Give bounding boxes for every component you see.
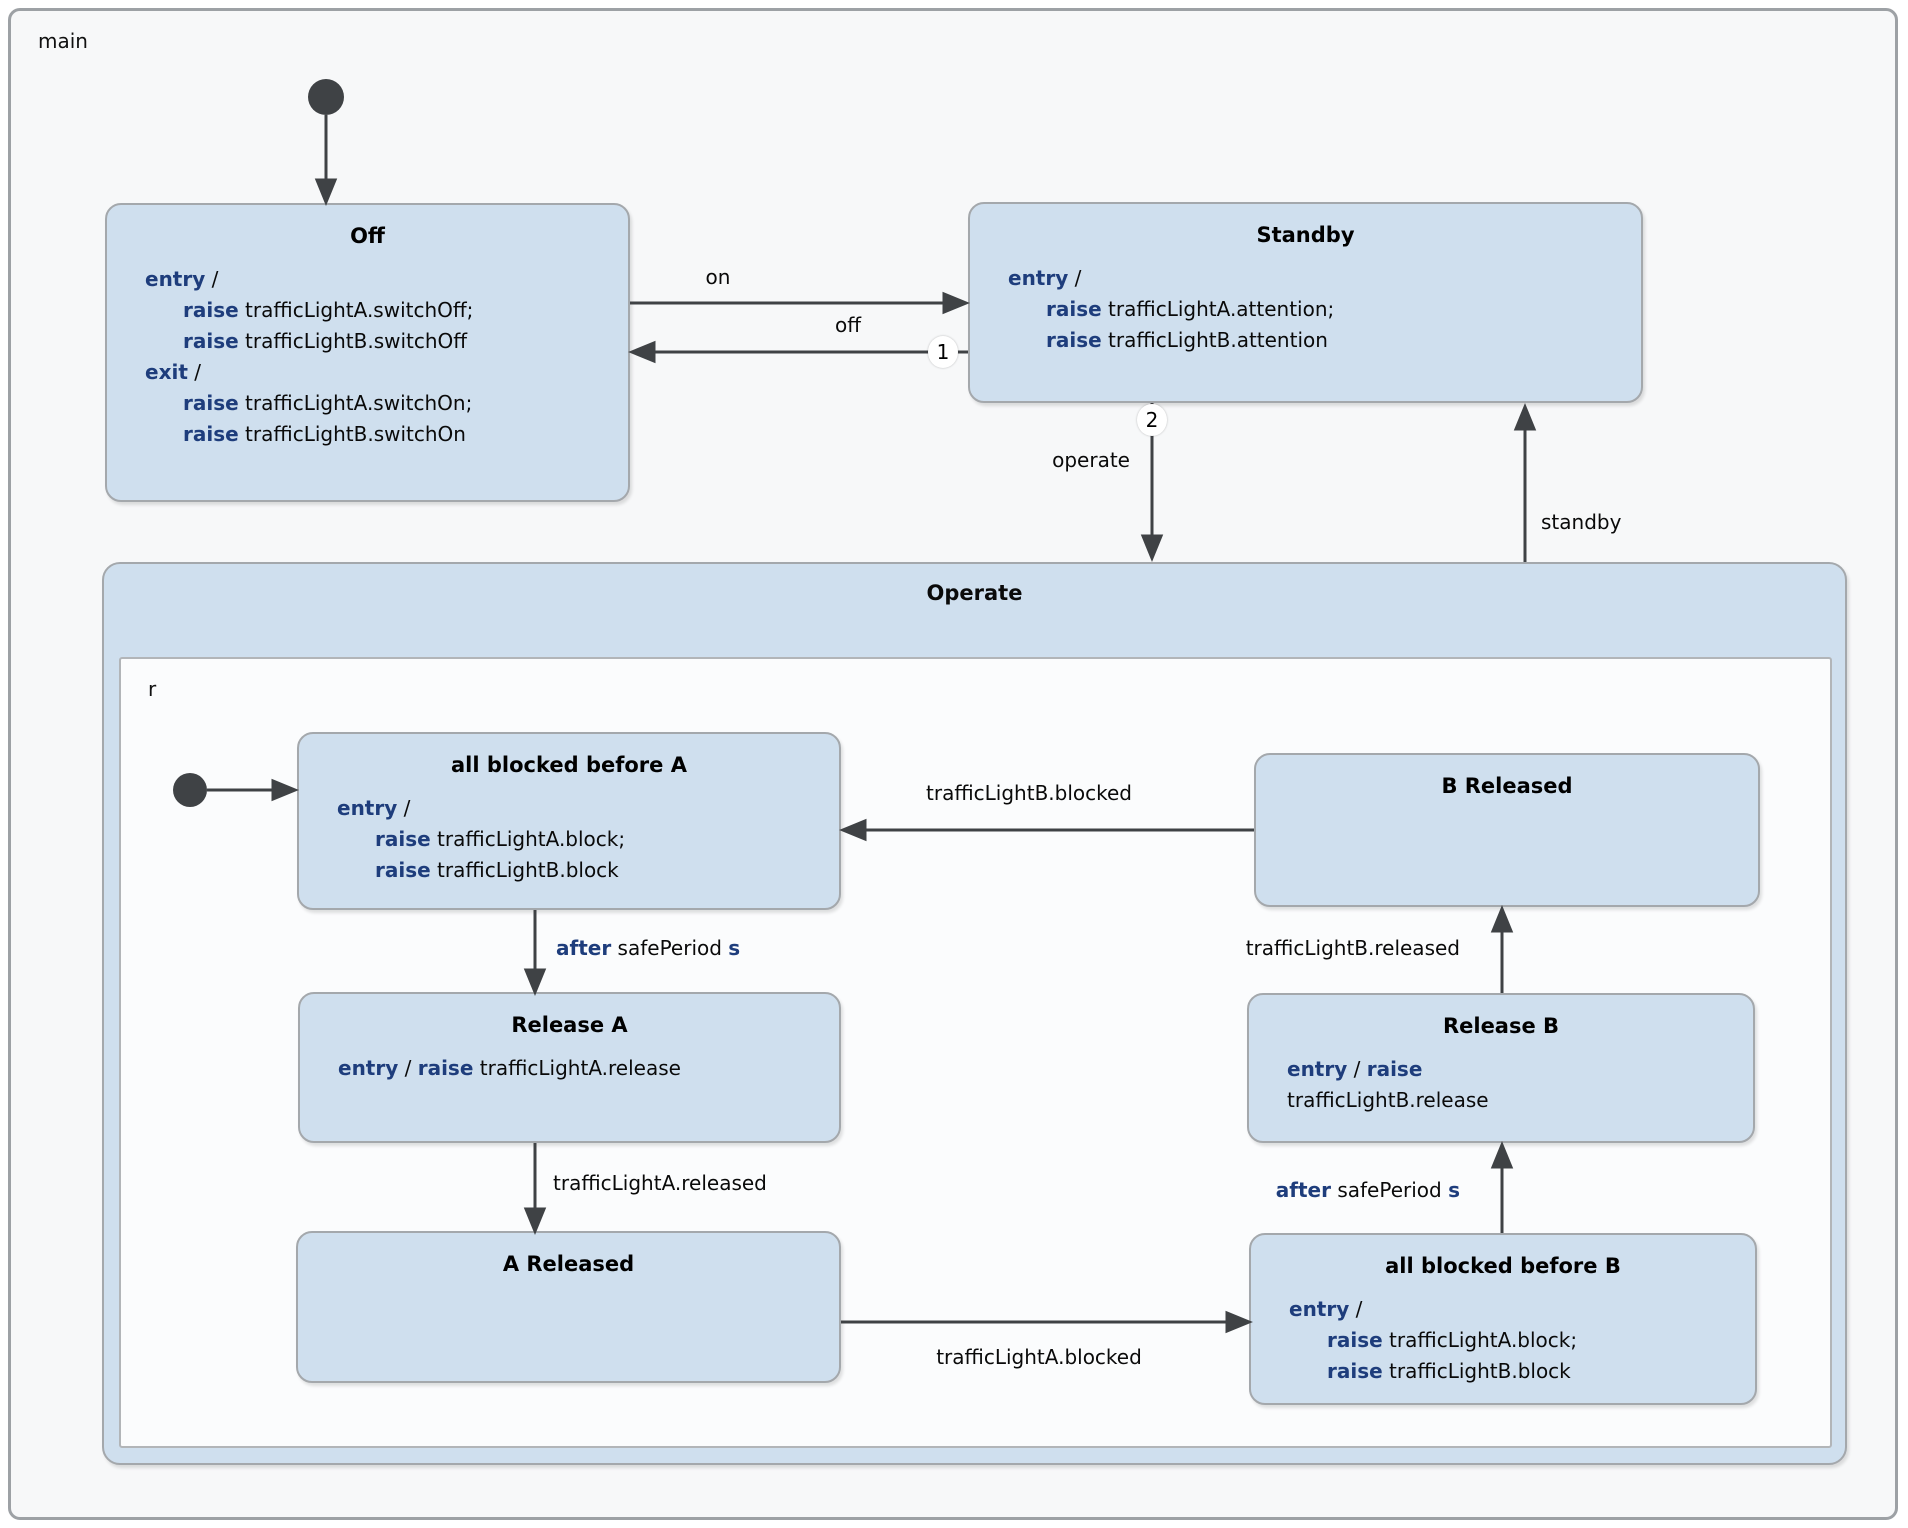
state-off[interactable]: Off entry /raise trafficLightA.switchOff… [105,203,630,502]
transition-b-blocked-arrow[interactable] [839,818,1254,842]
state-b-released-title: B Released [1441,774,1573,798]
transition-after-safeperiod-b-arrow[interactable] [1490,1141,1514,1233]
state-all-blocked-before-b-title: all blocked before B [1385,1254,1621,1278]
transition-on-label[interactable]: on [705,265,731,289]
state-all-blocked-before-a-actions: entry /raise trafficLightA.block;raise t… [337,796,626,882]
transition-after-safeperiod-b-label[interactable]: after safePeriod s [1275,1178,1460,1202]
state-operate-title: Operate [926,581,1023,605]
state-off-title: Off [350,224,385,248]
initial-state-region-r[interactable] [173,773,299,807]
state-a-released[interactable]: A Released [296,1231,841,1383]
transition-on-arrow[interactable] [630,291,970,315]
transition-after-safeperiod-a-arrow[interactable] [523,910,547,996]
initial-state-dot[interactable] [173,773,207,807]
state-b-released[interactable]: B Released [1254,753,1760,907]
transition-standby-arrow[interactable] [1513,403,1537,562]
state-release-a[interactable]: Release A entry / raise trafficLightA.re… [298,992,841,1143]
transition-operate-label[interactable]: operate [1052,448,1130,472]
transition-a-released-label[interactable]: trafficLightA.released [553,1171,767,1195]
state-standby-actions: entry /raise trafficLightA.attention;rai… [1008,266,1335,352]
state-all-blocked-before-b-actions: entry /raise trafficLightA.block;raise t… [1289,1297,1578,1383]
state-release-b-title: Release B [1442,1014,1560,1038]
main-region-label: main [38,29,88,53]
transition-standby-label[interactable]: standby [1541,510,1622,534]
transition-a-blocked-label[interactable]: trafficLightA.blocked [936,1345,1142,1369]
transition-a-released-arrow[interactable] [523,1143,547,1235]
transition-operate-priority-badge[interactable]: 2 [1137,404,1167,436]
initial-state-main[interactable] [308,79,344,206]
state-release-a-actions: entry / raise trafficLightA.release [338,1056,681,1080]
state-a-released-title: A Released [502,1252,635,1276]
transition-b-blocked-label[interactable]: trafficLightB.blocked [926,781,1132,805]
transition-after-safeperiod-a-label[interactable]: after safePeriod s [556,936,741,960]
state-release-a-title: Release A [511,1013,628,1037]
initial-state-dot[interactable] [308,79,344,115]
state-standby[interactable]: Standby entry /raise trafficLightA.atten… [968,202,1643,403]
transition-a-blocked-arrow[interactable] [841,1310,1253,1334]
state-all-blocked-before-a-title: all blocked before A [451,753,687,777]
transition-b-released-label[interactable]: trafficLightB.released [1245,936,1460,960]
state-off-actions: entry /raise trafficLightA.switchOff;rai… [145,267,474,446]
transition-off-label[interactable]: off [834,313,862,337]
transition-b-released-arrow[interactable] [1490,905,1514,993]
inner-region-label: r [148,677,157,701]
transition-off-arrow[interactable] [628,340,968,364]
transition-off-priority-badge[interactable]: 1 [928,336,958,368]
state-standby-title: Standby [1256,223,1355,247]
state-all-blocked-before-a[interactable]: all blocked before A entry /raise traffi… [297,732,841,910]
state-all-blocked-before-b[interactable]: all blocked before B entry /raise traffi… [1249,1233,1757,1405]
